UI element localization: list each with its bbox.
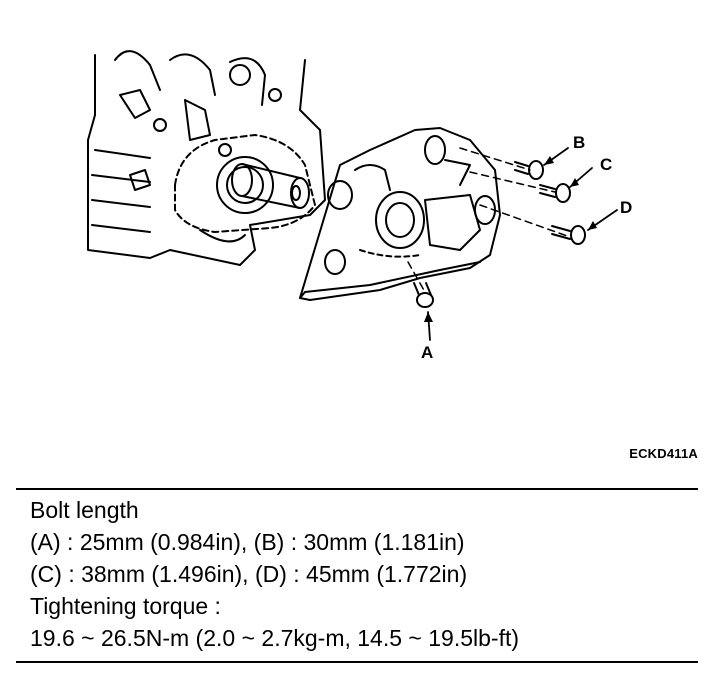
torque-label: Tightening torque :	[30, 593, 221, 619]
gasket	[174, 134, 316, 233]
callout-a: A	[421, 343, 433, 362]
bolt-c-icon	[539, 183, 571, 203]
callout-d: D	[620, 198, 632, 217]
oil-pump-case	[299, 127, 501, 301]
callout-b: B	[573, 133, 585, 152]
torque-value: 19.6 ~ 26.5N-m (2.0 ~ 2.7kg-m, 14.5 ~ 19…	[30, 625, 520, 651]
leader-arrows	[427, 147, 618, 341]
bolt-axis-lines	[407, 147, 571, 293]
arrow-heads	[424, 156, 597, 322]
bottom-rule	[16, 661, 698, 663]
spec-panel: Bolt length (A) : 25mm (0.984in), (B) : …	[30, 494, 690, 654]
bolt-a-icon	[413, 282, 434, 308]
engine-block	[87, 50, 326, 266]
spec-heading: Bolt length	[30, 497, 139, 523]
top-rule	[16, 488, 698, 490]
engine-oil-pump-diagram: B C D A	[87, 50, 632, 362]
crankshaft	[231, 163, 310, 209]
bolt-d-icon	[551, 225, 586, 245]
bolt-b-icon	[514, 160, 544, 180]
callout-c: C	[600, 155, 612, 174]
figure-code: ECKD411A	[629, 446, 698, 461]
bolt-length-line-1: (A) : 25mm (0.984in), (B) : 30mm (1.181i…	[30, 529, 465, 555]
bolt-length-line-2: (C) : 38mm (1.496in), (D) : 45mm (1.772i…	[30, 561, 468, 587]
